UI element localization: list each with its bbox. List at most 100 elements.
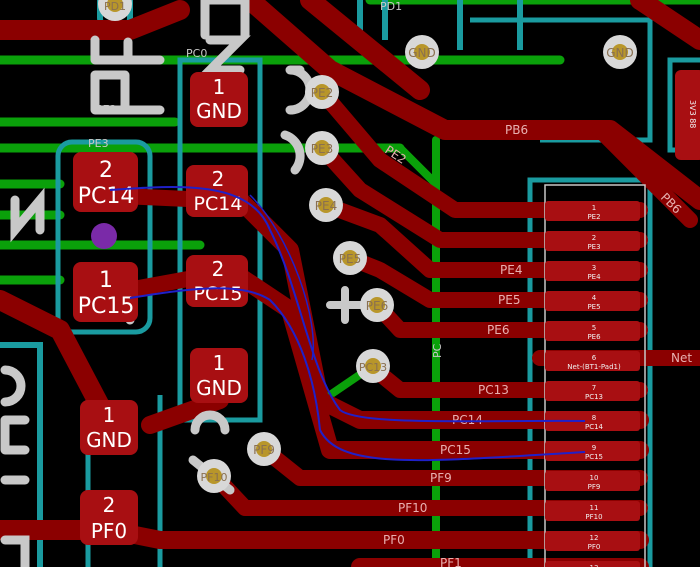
- pin-name: PE6: [587, 333, 601, 341]
- pin-number: 13: [590, 564, 599, 567]
- net-label-pf10: PF10: [398, 501, 427, 515]
- pin-name: PF9: [588, 483, 601, 491]
- footprint-pads: 1 GND 2 PC14 2 PC14 1 PC15 2 PC15 1 GND: [73, 72, 248, 545]
- pad-pf0[interactable]: 2 PF0: [80, 490, 138, 545]
- svg-text:PE3: PE3: [88, 137, 109, 150]
- via-pe2[interactable]: PE2: [305, 75, 339, 109]
- pin-name: PE5: [587, 303, 600, 311]
- pin-name: PE4: [587, 273, 601, 281]
- net-label-pc15: PC15: [440, 443, 471, 457]
- net-label-pe5: PE5: [498, 293, 520, 307]
- via-pe5[interactable]: PE5: [333, 241, 367, 275]
- pad-number: 1: [99, 268, 113, 293]
- marker-dot[interactable]: [91, 223, 117, 249]
- connector: [544, 184, 646, 567]
- pin-name: PC15: [585, 453, 603, 461]
- connector-pin-row[interactable]: 13: [545, 561, 640, 567]
- pin-number: 1: [592, 204, 596, 212]
- net-label-pe6: PE6: [487, 323, 509, 337]
- pin-number: 12: [590, 534, 599, 542]
- track-net-labels: PB6 PE2 PB6 PE4 PE5 PE6 PC13 PC14 PC15 P…: [382, 123, 692, 567]
- pin-number: 6: [592, 354, 597, 362]
- svg-text:PC13: PC13: [359, 361, 387, 374]
- svg-text:PF10: PF10: [201, 471, 228, 484]
- svg-text:PE2: PE2: [96, 103, 117, 116]
- pin-name: PE3: [587, 243, 600, 251]
- via-pe6[interactable]: PE6: [360, 288, 394, 322]
- via-pf10[interactable]: PF10: [197, 459, 231, 493]
- svg-text:PE6: PE6: [366, 299, 388, 313]
- via-pe4[interactable]: PE4: [309, 188, 343, 222]
- pad-number: 2: [212, 167, 225, 191]
- net-label-pe4: PE4: [500, 263, 522, 277]
- pad-net: GND: [196, 376, 242, 400]
- via-gnd-1[interactable]: GND: [405, 35, 439, 69]
- pin-number: 7: [592, 384, 596, 392]
- pad-net: PC14: [194, 193, 243, 215]
- pad-pc15-left[interactable]: 1 PC15: [73, 262, 138, 322]
- pin-number: 4: [592, 294, 597, 302]
- pin-name: PC13: [585, 393, 603, 401]
- pad-gnd-top[interactable]: 1 GND: [190, 72, 248, 127]
- svg-text:PC0: PC0: [186, 47, 207, 60]
- pin-number: 11: [590, 504, 599, 512]
- pin-number: 8: [592, 414, 596, 422]
- pin-name: PF0: [588, 543, 601, 551]
- net-label-net: Net: [671, 351, 692, 365]
- via-pd1[interactable]: PD1: [98, 0, 132, 21]
- pad-pc15-right[interactable]: 2 PC15: [186, 255, 248, 307]
- pad-net: GND: [86, 428, 132, 452]
- pad-pc14-left[interactable]: 2 PC14: [73, 152, 138, 212]
- net-label-pb6: PB6: [505, 123, 528, 137]
- pin-number: 2: [592, 234, 596, 242]
- via-pc13[interactable]: PC13: [356, 349, 390, 383]
- vias: PD1 GND GND PE2 PE3 PE4 PE5 PE6: [98, 0, 637, 493]
- pad-number: 2: [103, 493, 116, 517]
- net-label-pf9: PF9: [430, 471, 452, 485]
- pin-number: 5: [592, 324, 596, 332]
- silk-refs: PE3 PE2 PC0 PD1 PC: [88, 0, 444, 358]
- pad-number: 2: [99, 158, 113, 183]
- svg-text:GND: GND: [606, 46, 634, 60]
- pad-net: PC14: [78, 184, 135, 209]
- net-label-pf0: PF0: [383, 533, 405, 547]
- pad-number: 1: [103, 403, 116, 427]
- svg-text:PD1: PD1: [104, 0, 126, 13]
- svg-text:GND: GND: [408, 46, 436, 60]
- pad-gnd-middle[interactable]: 1 GND: [190, 348, 248, 403]
- pin-name: PF10: [585, 513, 602, 521]
- svg-text:PE4: PE4: [315, 199, 337, 213]
- net-label-pc14: PC14: [452, 413, 483, 427]
- pin-number: 10: [590, 474, 599, 482]
- pin-name: PC14: [585, 423, 604, 431]
- pad-number: 2: [212, 257, 225, 281]
- corner-component: 3V3 88: [675, 70, 700, 160]
- via-gnd-2[interactable]: GND: [603, 35, 637, 69]
- via-pe3[interactable]: PE3: [305, 131, 339, 165]
- pad-number: 1: [213, 351, 226, 375]
- svg-text:PE5: PE5: [339, 252, 361, 266]
- svg-text:PD1: PD1: [380, 0, 402, 13]
- pad-number: 1: [213, 75, 226, 99]
- net-label-pf1: PF1: [440, 556, 462, 567]
- pad-net: PC15: [194, 283, 243, 305]
- pin-name: Net-(BT1-Pad1): [567, 363, 621, 371]
- via-pf9[interactable]: PF9: [247, 432, 281, 466]
- pad-gnd-bottom[interactable]: 1 GND: [80, 400, 138, 455]
- pad-net: GND: [196, 99, 242, 123]
- pin-number: 3: [592, 264, 596, 272]
